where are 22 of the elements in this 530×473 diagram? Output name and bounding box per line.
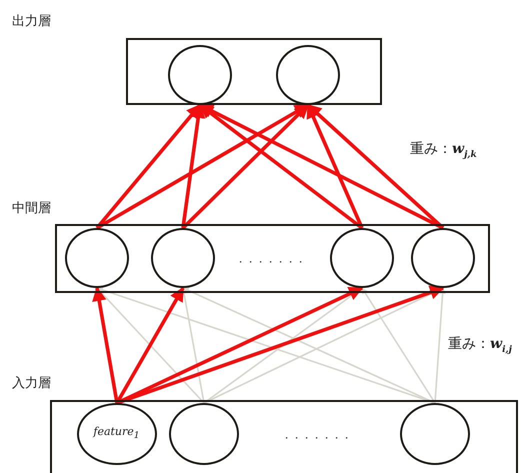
weight-label: 重み：w$_{i,j}$: [448, 335, 512, 355]
arrow: [434, 287, 446, 404]
neuron-circle: [64, 228, 128, 288]
weight-label: 重み：w$_{j,k}$: [410, 140, 477, 160]
neuron-circle: [76, 402, 156, 464]
layer-heading: 出力層: [12, 13, 51, 30]
neuron-circle: [168, 402, 238, 464]
arrow: [92, 286, 119, 404]
ellipsis: ・・・・・・・: [282, 433, 352, 445]
layer-box: [50, 400, 518, 473]
neuron-label: feature$_{1}$: [93, 425, 140, 442]
layer-box: [55, 224, 490, 293]
neuron-circle: [150, 228, 214, 288]
ellipsis: ・・・・・・・: [236, 257, 306, 269]
layer-heading: 入力層: [12, 375, 51, 392]
layer-heading: 中間層: [12, 200, 51, 217]
neuron-circle: [276, 44, 340, 104]
neuron-circle: [330, 228, 394, 288]
neuron-circle: [400, 402, 470, 464]
neuron-circle: [410, 228, 474, 288]
layer-box: [126, 38, 382, 105]
neuron-circle: [168, 44, 232, 104]
